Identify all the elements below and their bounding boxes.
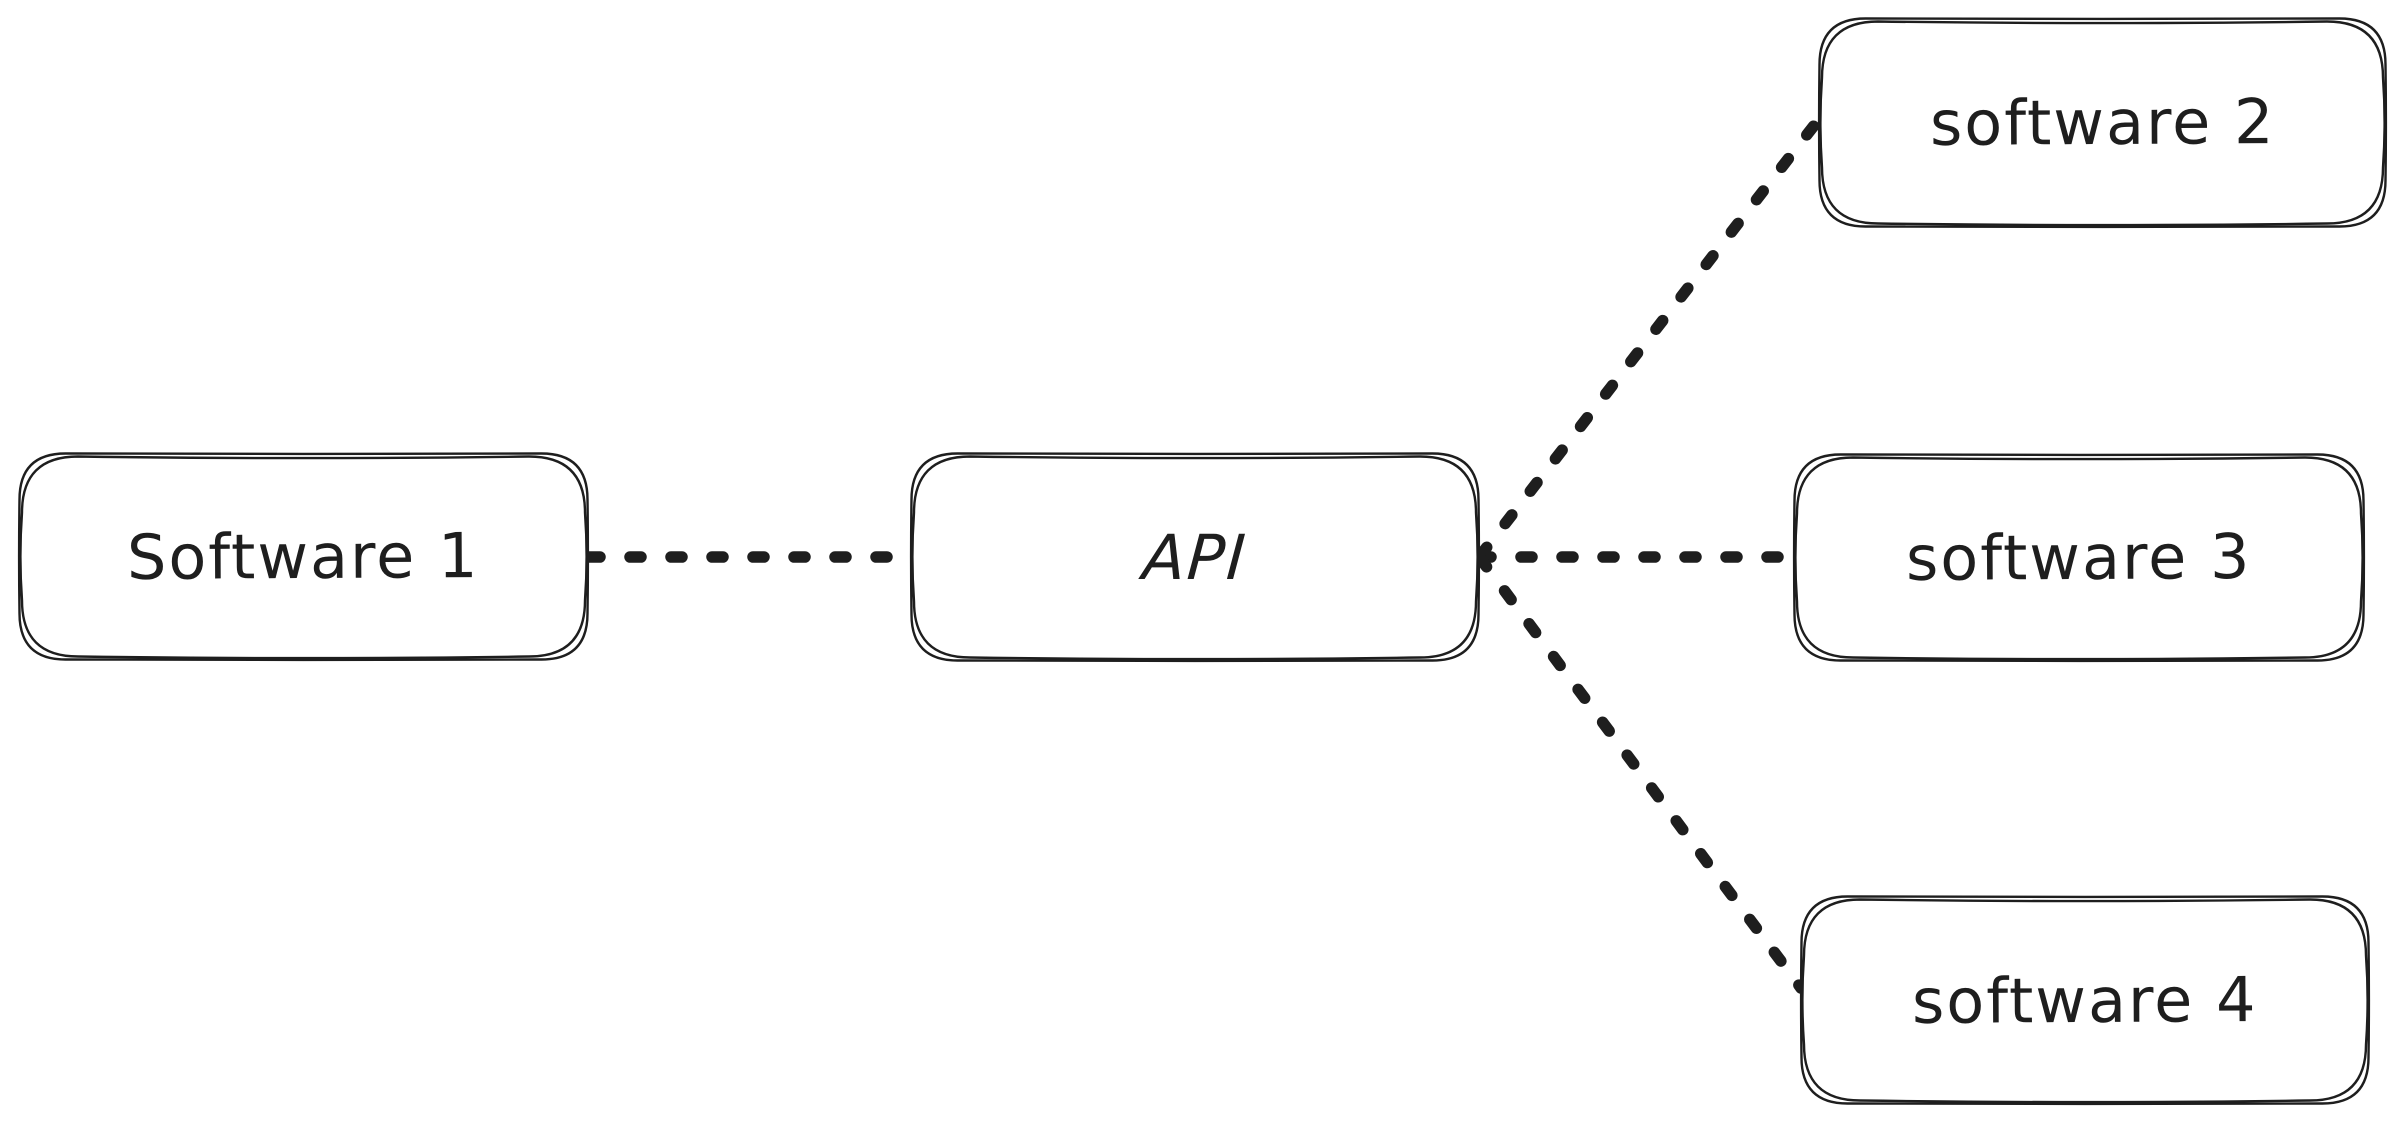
- node-software-3[interactable]: software 3: [1792, 453, 2366, 663]
- node-software-2[interactable]: software 2: [1817, 17, 2388, 229]
- node-api[interactable]: API: [909, 452, 1481, 663]
- node-api-outline: [909, 452, 1481, 663]
- connector-api-to-software-4[interactable]: [1474, 552, 1807, 994]
- node-software-1-outline: [17, 452, 590, 662]
- node-software-3-label: software 3: [1906, 520, 2252, 595]
- node-software-4-label: software 4: [1912, 962, 2258, 1038]
- node-software-4[interactable]: software 4: [1799, 895, 2371, 1106]
- node-software-4-outline: [1799, 895, 2371, 1106]
- node-software-2-outline: [1817, 17, 2388, 229]
- node-software-1[interactable]: Software 1: [17, 452, 590, 662]
- node-software-2-label: software 2: [1929, 85, 2276, 160]
- node-software-1-label: Software 1: [127, 519, 480, 594]
- node-api-label: API: [1140, 520, 1250, 594]
- node-software-3-outline: [1792, 453, 2366, 663]
- connector-api-to-software-2[interactable]: [1474, 117, 1822, 562]
